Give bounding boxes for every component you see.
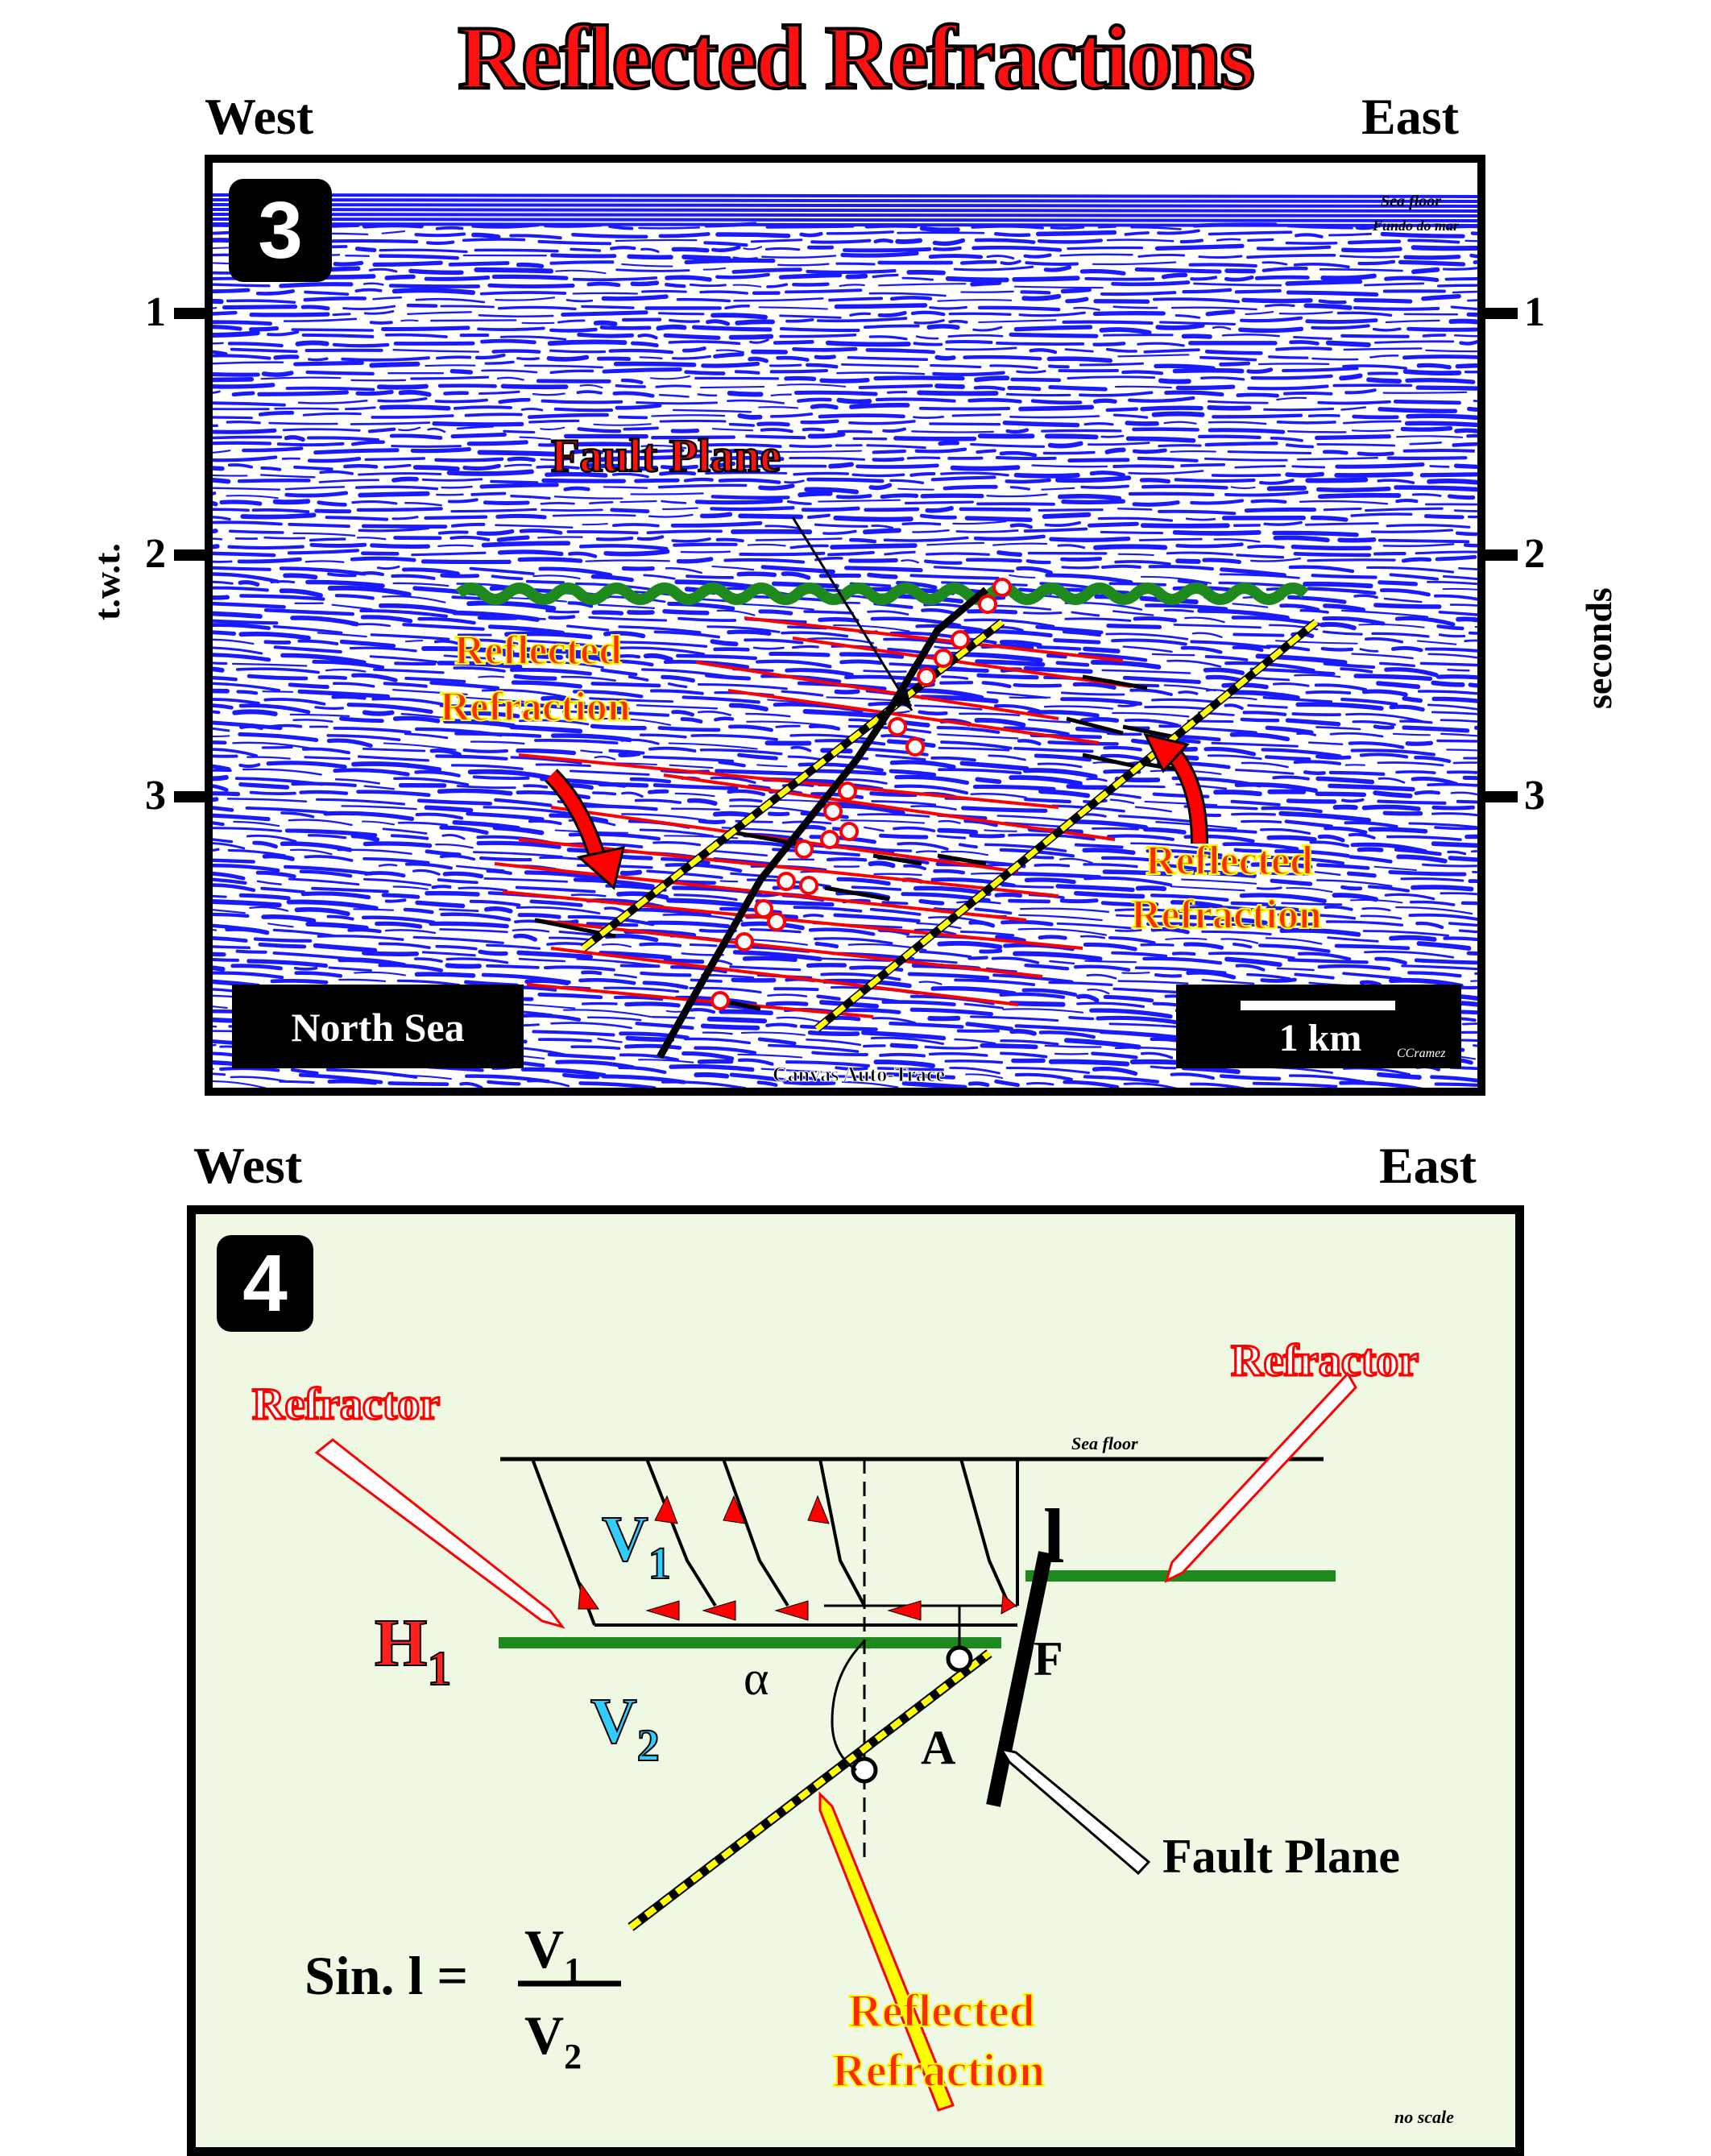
ray-arrowheads bbox=[578, 1495, 1017, 1621]
fault-plane-pointer-head bbox=[893, 690, 912, 711]
right-tick-mark-3 bbox=[1485, 791, 1518, 802]
panel4-east-label: East bbox=[1379, 1137, 1477, 1194]
formula-num-sub: 1 bbox=[564, 1951, 582, 1990]
right-tick-2: 2 bbox=[1524, 531, 1545, 577]
left-tick-2: 2 bbox=[145, 531, 166, 577]
formula-numerator: V1 bbox=[524, 1918, 582, 1990]
left-reflected-refraction-label: Reflected Refraction bbox=[439, 627, 632, 731]
credit-label: CCramez bbox=[1397, 1047, 1446, 1060]
formula-left: Sin. l = bbox=[304, 1945, 468, 2006]
panel4-west-label: West bbox=[193, 1137, 303, 1194]
refractor-left-pointer bbox=[314, 1438, 566, 1629]
fault-plane-line bbox=[657, 587, 988, 1059]
left-axis-label: t.w.t. bbox=[86, 543, 127, 620]
sea-floor-label: Sea floor bbox=[1071, 1433, 1138, 1453]
red-reflectors bbox=[494, 616, 1132, 1018]
refractor-right-pointer bbox=[1164, 1371, 1357, 1583]
h1-label: H1 bbox=[375, 1606, 451, 1695]
incidence-angle-label: l bbox=[1043, 1493, 1065, 1579]
panel3-badge: 3 bbox=[229, 179, 332, 282]
right-curved-arrow-head bbox=[1143, 732, 1190, 773]
right-tick-mark-2 bbox=[1485, 549, 1518, 561]
scale-bar bbox=[1241, 1001, 1395, 1010]
left-tick-mark-2 bbox=[174, 549, 205, 561]
left-tick-mark-1 bbox=[174, 308, 205, 319]
panel4-badge: 4 bbox=[217, 1235, 313, 1332]
h1-sub: 1 bbox=[427, 1642, 451, 1695]
reflected-refraction-label: Reflected Refraction bbox=[831, 1984, 1046, 2097]
right-tick-1: 1 bbox=[1524, 289, 1545, 335]
intersection-markers bbox=[710, 578, 1012, 1010]
point-b-marker bbox=[851, 1756, 878, 1784]
h1-main: H bbox=[375, 1606, 427, 1681]
right-tick-mark-1 bbox=[1485, 308, 1518, 319]
formula-den-sub: 2 bbox=[564, 2037, 582, 2076]
fault-plane-label: Fault Plane bbox=[551, 429, 781, 482]
point-a-label: A bbox=[921, 1721, 955, 1774]
scale-box bbox=[1176, 985, 1461, 1068]
seismic-canvas: Fault Plane Reflected Refraction Reflect… bbox=[213, 193, 1477, 1088]
alpha-label: α bbox=[744, 1652, 768, 1705]
page-title: Reflected Refractions bbox=[456, 6, 1256, 110]
panel3-west-label: West bbox=[205, 88, 314, 145]
left-curved-arrow-head bbox=[576, 846, 626, 890]
schematic-canvas: Sea floor bbox=[251, 1335, 1455, 2128]
point-f-label: F bbox=[1034, 1632, 1063, 1685]
rr-line1: Reflected bbox=[848, 1984, 1035, 2037]
seismic-panel: Fault Plane Reflected Refraction Reflect… bbox=[205, 155, 1485, 1096]
location-box bbox=[232, 985, 524, 1068]
v2-label: V2 bbox=[590, 1686, 660, 1771]
left-tick-3: 3 bbox=[145, 773, 166, 819]
schematic-panel: Sea floor bbox=[187, 1205, 1524, 2156]
scale-label: 1 km bbox=[1279, 1017, 1362, 1059]
no-scale-label: no scale bbox=[1394, 2107, 1454, 2127]
right-axis-label: seconds bbox=[1578, 587, 1619, 709]
left-tick-mark-3 bbox=[174, 791, 205, 802]
fault-plane-pointer bbox=[791, 516, 914, 711]
left-tick-1: 1 bbox=[145, 289, 166, 335]
left-rr-line2: Refraction bbox=[440, 684, 631, 730]
left-rr-line1: Reflected bbox=[454, 628, 622, 674]
formula-denominator: V2 bbox=[524, 2005, 582, 2076]
location-label: North Sea bbox=[291, 1005, 464, 1050]
reflected-refraction-pointer bbox=[818, 1791, 955, 2112]
software-label: Canvas Auto-Trace bbox=[773, 1063, 945, 1086]
refractor-right-label: Refractor bbox=[1231, 1336, 1419, 1386]
right-tick-3: 3 bbox=[1524, 773, 1545, 819]
v2-main: V bbox=[590, 1686, 637, 1757]
left-curved-arrow bbox=[546, 770, 606, 866]
refractor-left-label: Refractor bbox=[252, 1379, 440, 1429]
right-rr-line1: Reflected bbox=[1146, 838, 1313, 884]
panel3-east-label: East bbox=[1361, 88, 1459, 145]
v1-main: V bbox=[602, 1504, 648, 1575]
point-a-marker bbox=[946, 1645, 973, 1673]
rr-line2: Refraction bbox=[832, 2044, 1045, 2096]
fault-plane-line bbox=[986, 1551, 1053, 1807]
sea-floor-label: Sea floor bbox=[1381, 193, 1441, 210]
right-refraction-line bbox=[814, 620, 1319, 1031]
reflected-refraction-line bbox=[628, 1650, 992, 1930]
sea-floor-sublabel: Fundo do mar bbox=[1372, 218, 1460, 234]
right-reflected-refraction-label: Reflected Refraction bbox=[1130, 837, 1323, 939]
right-rr-line2: Refraction bbox=[1131, 892, 1322, 938]
v1-label: V1 bbox=[602, 1504, 671, 1589]
v2-sub: 2 bbox=[637, 1721, 660, 1771]
formula-den-main: V bbox=[524, 2005, 564, 2066]
formula-num-main: V bbox=[524, 1918, 564, 1980]
fault-plane-label: Fault Plane bbox=[1162, 1830, 1400, 1883]
fault-plane-pointer bbox=[998, 1747, 1151, 1876]
unconformity-line bbox=[455, 583, 1309, 605]
alpha-arc bbox=[831, 1640, 866, 1772]
v1-sub: 1 bbox=[648, 1539, 671, 1589]
